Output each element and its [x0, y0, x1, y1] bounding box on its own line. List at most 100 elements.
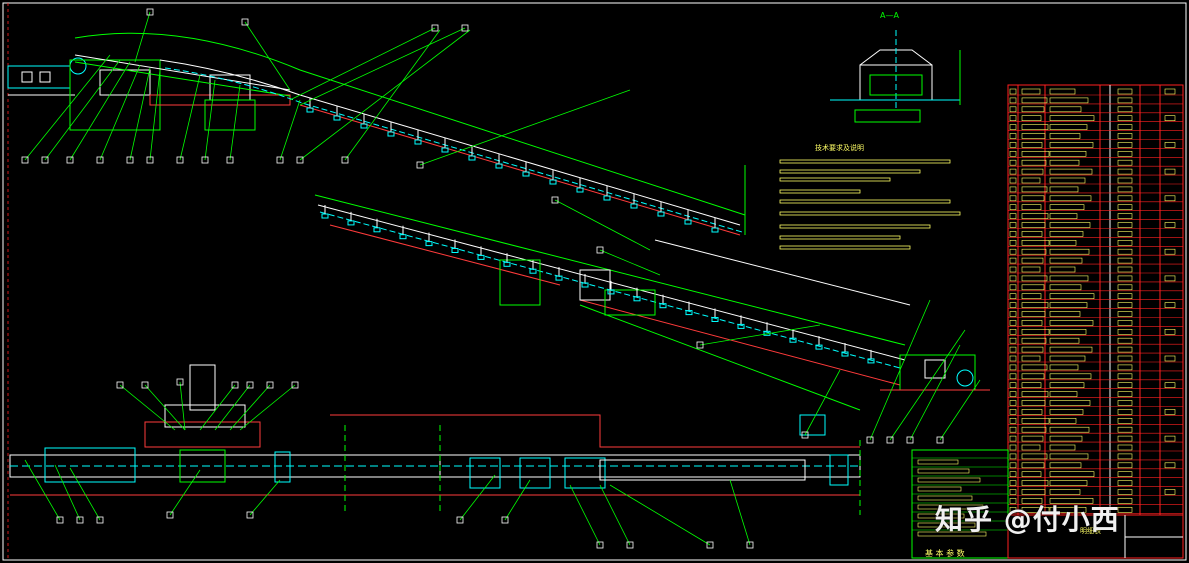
idler-mark [633, 296, 641, 302]
table-cell [1117, 302, 1133, 308]
leader-line [229, 84, 241, 161]
leader-line [169, 469, 201, 516]
table-cell [1021, 213, 1049, 219]
table-cell [1009, 320, 1017, 326]
idler-mark [495, 163, 503, 169]
table-cell [1049, 248, 1090, 255]
leader-line [144, 384, 186, 431]
table-cell [1049, 453, 1089, 460]
note-line [779, 189, 861, 194]
title-cell [917, 531, 987, 537]
table-cell [1049, 373, 1092, 380]
callout-balloon [341, 156, 349, 164]
title-cell [917, 522, 976, 528]
callout-balloon [596, 246, 604, 254]
table-cell [1049, 284, 1082, 291]
table-cell [1117, 115, 1133, 121]
callout-balloon [126, 156, 134, 164]
callout-balloon [246, 381, 254, 389]
table-cell [1117, 355, 1133, 362]
table-cell [1049, 124, 1088, 130]
table-cell [1117, 133, 1133, 139]
table-cell [1021, 355, 1041, 362]
idler-mark [360, 123, 368, 129]
table-cell [1164, 409, 1176, 415]
idler-mark [425, 241, 433, 247]
table-cell [1049, 97, 1089, 104]
table-cell [1009, 444, 1017, 451]
table-cell [1009, 506, 1017, 513]
idler-mark [576, 187, 584, 193]
table-cell [1009, 346, 1017, 353]
table-cell [1049, 177, 1086, 184]
table-cell [1021, 364, 1048, 371]
table-cell [1009, 435, 1017, 442]
callout-balloon [116, 381, 124, 389]
table-cell [1009, 222, 1017, 228]
table-cell [1021, 346, 1044, 353]
table-cell [1049, 257, 1083, 264]
table-cell [1021, 337, 1047, 344]
leader-line [729, 479, 751, 546]
table-cell [1164, 462, 1176, 469]
idler-mark [737, 323, 745, 329]
leader-line [69, 467, 101, 521]
callout-balloon [801, 431, 809, 439]
note-line [779, 177, 891, 182]
note-line [779, 169, 921, 174]
table-cell [1009, 293, 1017, 300]
idler-mark [711, 227, 719, 233]
callout-balloon [416, 161, 424, 169]
leader-line [54, 464, 81, 521]
table-cell [1117, 97, 1133, 104]
table-cell [1021, 284, 1045, 291]
table-cell [1021, 400, 1046, 406]
idler-mark [468, 155, 476, 161]
title-cell [917, 513, 965, 519]
note-line [779, 199, 951, 204]
note-line [779, 224, 931, 229]
table-cell [1049, 471, 1095, 478]
table-cell [1009, 133, 1017, 139]
table-cell [1009, 275, 1017, 282]
callout-balloon [266, 381, 274, 389]
table-cell [1049, 506, 1087, 513]
idler-mark [477, 254, 485, 260]
callout-balloon [886, 436, 894, 444]
table-cell [1021, 417, 1050, 424]
table-cell [1009, 213, 1017, 219]
note-line [779, 211, 961, 216]
idler-mark [529, 268, 537, 274]
title-block-text: 基 本 参 数 [925, 548, 965, 558]
table-cell [1164, 302, 1176, 308]
callout-balloon [706, 541, 714, 549]
leader-line [299, 27, 466, 106]
table-cell [1164, 382, 1176, 389]
callout-balloon [276, 156, 284, 164]
table-cell [1117, 320, 1133, 326]
table-cell [1164, 489, 1176, 495]
table-cell [1117, 400, 1133, 406]
callout-balloon [231, 381, 239, 389]
leader-line [889, 329, 966, 441]
section-label: A—A [880, 11, 899, 20]
table-cell [1009, 328, 1017, 335]
table-cell [1021, 240, 1050, 246]
table-cell [1009, 373, 1017, 380]
table-cell [1049, 266, 1076, 273]
table-cell [1009, 231, 1017, 237]
leader-line [179, 74, 201, 161]
idler-mark [387, 131, 395, 137]
table-cell [1117, 506, 1133, 513]
callout-balloon [166, 511, 174, 519]
callout-balloon [241, 18, 249, 26]
table-cell [1117, 409, 1133, 415]
table-cell [1117, 248, 1133, 255]
table-cell [1164, 168, 1176, 175]
table-cell [1009, 177, 1017, 184]
idler-mark [659, 303, 667, 309]
table-cell [1009, 355, 1017, 362]
leader-line [24, 54, 111, 161]
table-cell [1117, 435, 1133, 442]
table-cell [1021, 498, 1043, 504]
